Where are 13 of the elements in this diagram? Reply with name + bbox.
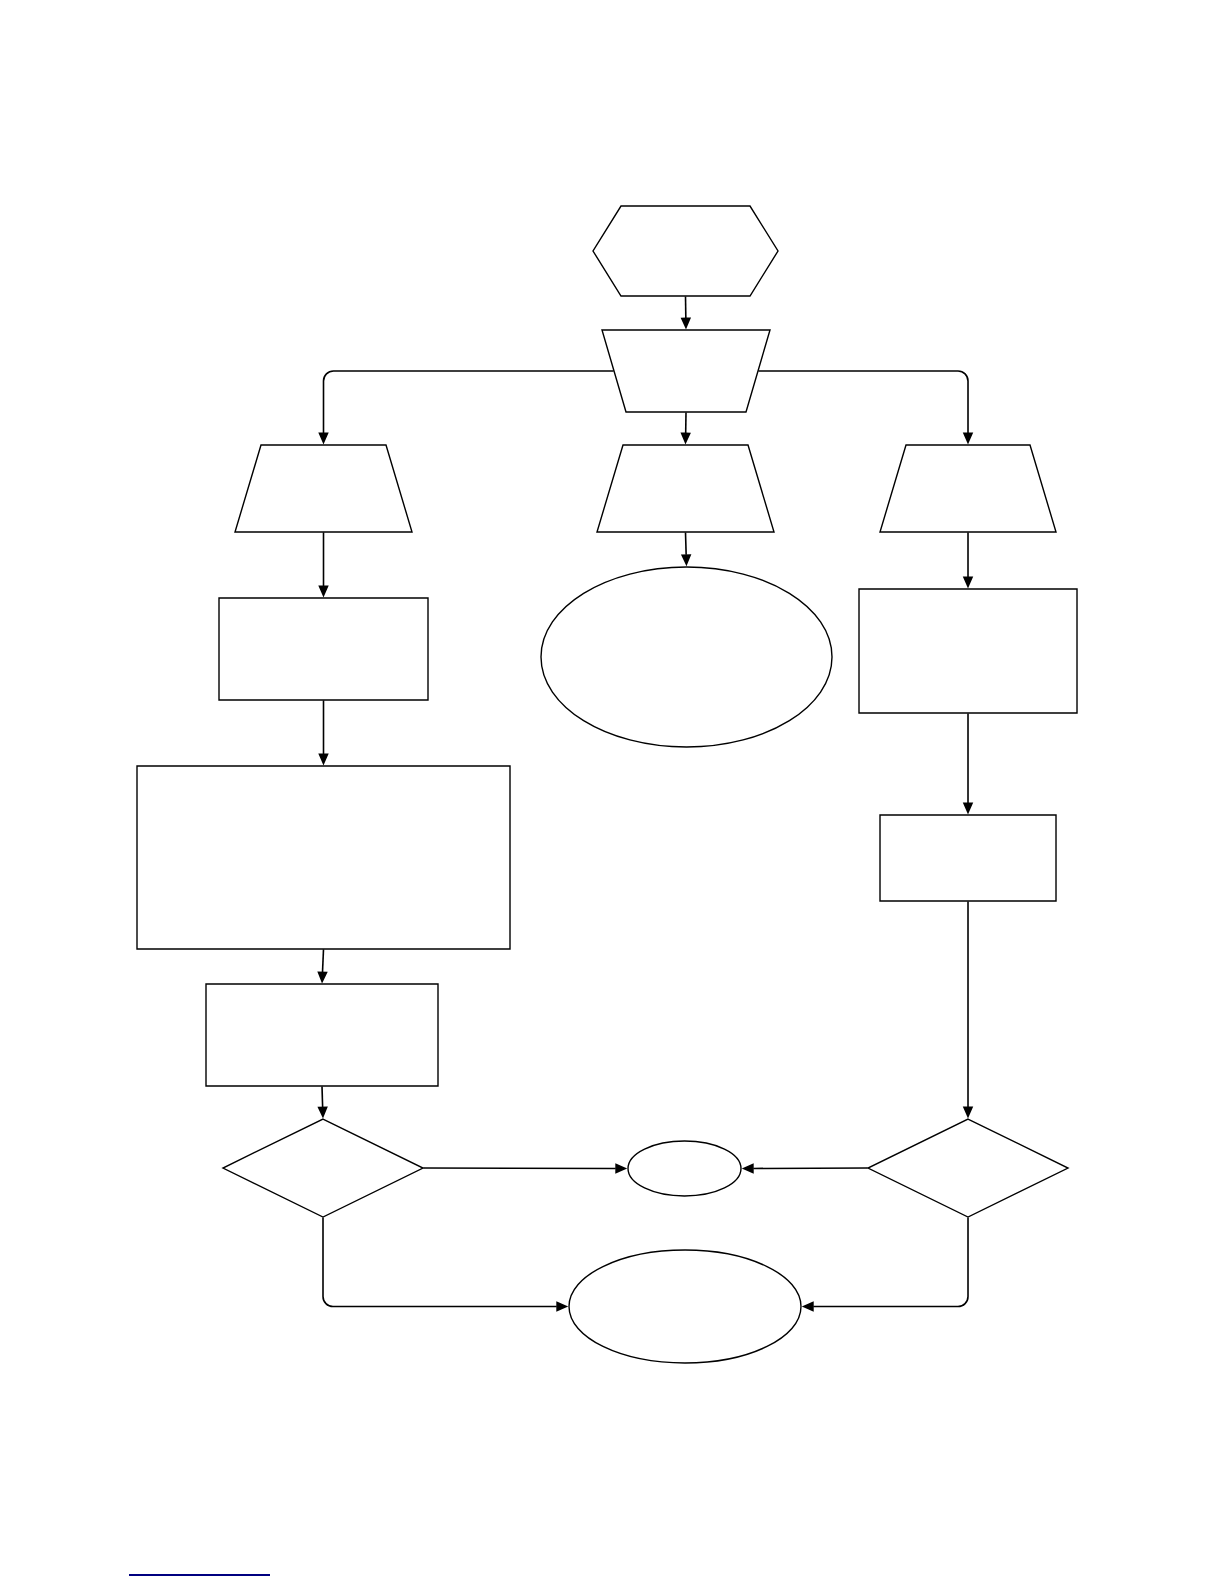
ellipse-shape: [540, 566, 833, 748]
process-box: [858, 588, 1078, 714]
process-box: [218, 597, 429, 701]
trapezoid-shape: [601, 329, 771, 413]
ellipse-shape: [627, 1140, 742, 1197]
hexagon-shape: [592, 205, 779, 297]
trapezoid-shape: [879, 444, 1057, 533]
process-box: [205, 983, 439, 1087]
process-box: [879, 814, 1057, 902]
trapezoid-shape: [596, 444, 775, 533]
ellipse-shape: [568, 1249, 802, 1364]
trapezoid-shape: [234, 444, 413, 533]
process-box: [136, 765, 511, 950]
